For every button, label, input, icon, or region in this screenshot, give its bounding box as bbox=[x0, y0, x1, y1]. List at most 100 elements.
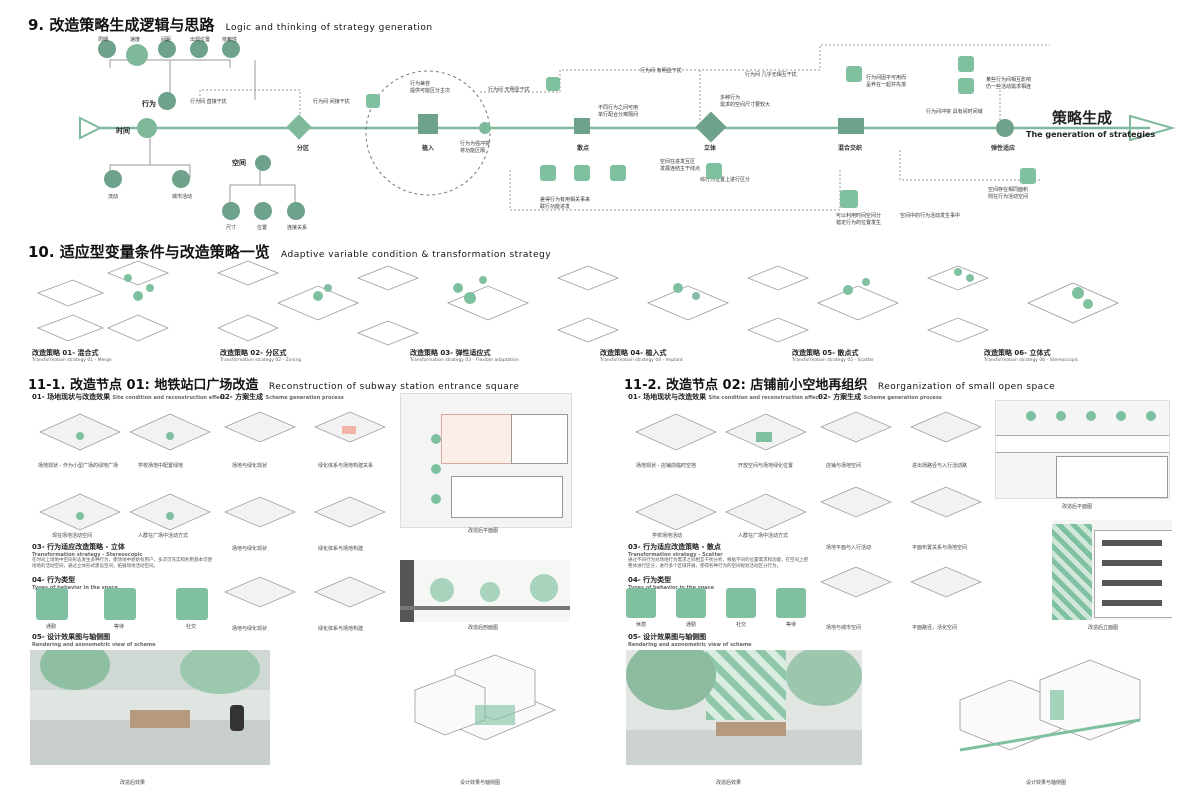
section10-title-cn: 10. 适应型变量条件与改造策略一览 bbox=[28, 243, 270, 261]
end-arrow-icon bbox=[1129, 114, 1176, 142]
note: 综行为位置上进行区分 bbox=[700, 177, 751, 183]
time-icon-label: 城市活动 bbox=[172, 194, 193, 200]
top-icon-label: 出现位置 bbox=[190, 37, 211, 43]
node-time bbox=[137, 118, 157, 138]
wait-icon bbox=[776, 588, 806, 618]
result-title: 策略生成 bbox=[1052, 109, 1113, 127]
note: 不同行为之间可用 单行配合分离隔间 bbox=[598, 105, 639, 118]
node-zoning bbox=[286, 114, 312, 140]
s11b-sub02: 02- 方案生成 Scheme generation process bbox=[818, 393, 942, 401]
top-icon-label: 速度 bbox=[130, 37, 141, 43]
strategy-05-label: 改造策略 05- 散点式 Transformation strategy 05 … bbox=[792, 349, 874, 363]
caption: 场地平面与入行活动 bbox=[826, 545, 872, 551]
s11b-iso-drawings bbox=[635, 411, 982, 598]
commute-icon bbox=[676, 588, 706, 618]
s11b-plan-image bbox=[995, 400, 1170, 499]
caption: 设计效果与轴侧图 bbox=[1026, 780, 1067, 786]
section10-title-en: Adaptive variable condition & transforma… bbox=[281, 250, 552, 260]
caption: 改造后剖面图 bbox=[468, 625, 499, 631]
section9-title-en: Logic and thinking of strategy generatio… bbox=[225, 23, 433, 33]
note: 可以利用时间空间分 错定行为的位置发生 bbox=[836, 213, 882, 226]
caption: 绿化体系与场地构建 bbox=[318, 546, 364, 552]
space-icon-label: 尺寸 bbox=[226, 225, 237, 231]
money-icon bbox=[958, 78, 974, 94]
flow-icon bbox=[104, 170, 122, 188]
s11b-sub03-text: 通过不同行为对场地行为需求之间相互干扰分析，根据不同的位置需求和功能，在空间上把… bbox=[628, 558, 808, 570]
strategy-01-label: 改造策略 01- 混合式 Transformation strategy 01 … bbox=[32, 349, 112, 363]
section9-title-cn: 9. 改造策略生成逻辑与思路 bbox=[28, 16, 215, 34]
scatter-label: 散点 bbox=[577, 145, 590, 152]
space-icon-label: 位置 bbox=[257, 225, 268, 231]
s11a-iso-drawings bbox=[39, 411, 386, 608]
grid-icon bbox=[366, 94, 380, 108]
behavior-label: 通勤 bbox=[46, 624, 57, 630]
s11a-sub03-text: 在时间上场地中空间形态发生多种行为，使场地中原始有用户，多次可充实和利用基本可使… bbox=[32, 558, 212, 570]
caption: 人群在广场中活动方式 bbox=[138, 533, 189, 539]
node-scatter bbox=[574, 118, 590, 134]
caption: 平面布置关系与场地空间 bbox=[912, 545, 968, 551]
bars-icon bbox=[706, 163, 722, 179]
s11a-render-image bbox=[30, 650, 270, 765]
caption: 绿化体系与场地构建关系 bbox=[318, 463, 374, 469]
time-icon-label: 流动 bbox=[108, 194, 119, 200]
section11b-title: 11-2. 改造节点 02: 店铺前小空地再组织 Reorganization … bbox=[624, 378, 1056, 393]
social-icon bbox=[176, 588, 208, 620]
edge-label: 行为间 无明显干扰 bbox=[488, 87, 530, 93]
node-flex bbox=[996, 119, 1014, 137]
caption: 场地与绿化现状 bbox=[232, 626, 268, 632]
note: 空间在进发互区 发展连结主干线点 bbox=[660, 159, 701, 172]
result-subtitle: The generation of strategies bbox=[1026, 130, 1156, 139]
square-icon bbox=[1020, 168, 1036, 184]
caption: 场地现状 - 作为小型广场的绿地广场 bbox=[38, 463, 118, 469]
s11b-axon-image bbox=[959, 659, 1141, 752]
position-icon bbox=[254, 202, 272, 220]
map-icon bbox=[840, 190, 858, 208]
note: 空间中的行为活动发生事中 bbox=[900, 213, 961, 219]
node-icon bbox=[546, 77, 560, 91]
behavior-label: 休憩 bbox=[636, 622, 647, 628]
pattern-icon bbox=[610, 165, 626, 181]
section11a-title: 11-1. 改造节点 01: 地铁站口广场改造 Reconstruction o… bbox=[28, 378, 520, 393]
s11a-axon-image bbox=[413, 654, 557, 741]
behavior-label: 行为 bbox=[142, 100, 156, 108]
space-icon-label: 连接关系 bbox=[287, 225, 308, 231]
behavior-label: 等待 bbox=[786, 622, 797, 628]
caption: 学校场地活动 bbox=[652, 533, 683, 539]
caption: 场地现状 - 店铺前临时空地 bbox=[636, 463, 696, 469]
space-label: 空间 bbox=[232, 159, 246, 167]
strategy-03-label: 改造策略 03- 弹性适应式 Transformation strategy 0… bbox=[410, 349, 519, 363]
strategy-logic-diagram bbox=[79, 44, 1176, 211]
behavior-label: 等待 bbox=[114, 624, 125, 630]
note: 差得行为有用相关事来 联行功能进发 bbox=[540, 197, 591, 210]
note: 某些行为间相互影响 仍一些活动需求相连 bbox=[986, 77, 1032, 90]
edge-label: 行为间 几乎无相互干扰 bbox=[745, 72, 797, 78]
pattern-icon bbox=[574, 165, 590, 181]
city-activity-icon bbox=[172, 170, 190, 188]
zoning-label: 分区 bbox=[297, 145, 310, 152]
caption: 改造后立面图 bbox=[1088, 625, 1119, 631]
caption: 场地与绿化现状 bbox=[232, 546, 268, 552]
caption: 设计效果与轴侧图 bbox=[460, 780, 501, 786]
caption: 改造后平面图 bbox=[1062, 504, 1093, 510]
behavior-label: 社交 bbox=[186, 624, 197, 630]
section10-title: 10. 适应型变量条件与改造策略一览 Adaptive variable con… bbox=[28, 241, 551, 262]
caption: 人群在广场中活动方式 bbox=[738, 533, 789, 539]
implant-label: 植入 bbox=[422, 145, 435, 152]
edge-label: 行为间 直接干扰 bbox=[190, 99, 227, 105]
s11a-plan-image bbox=[400, 393, 572, 528]
caption: 场地与城市空间 bbox=[826, 625, 862, 631]
mix-label: 混合交织 bbox=[838, 145, 863, 152]
caption: 店铺与场地空间 bbox=[826, 463, 862, 469]
strategy-isometrics bbox=[36, 260, 1119, 346]
stereo-label: 立体 bbox=[704, 145, 717, 152]
s11a-sub02: 02- 方案生成 Scheme generation process bbox=[220, 393, 344, 401]
node-stereo bbox=[695, 111, 727, 143]
edge-label: 行为间 间接干扰 bbox=[313, 99, 350, 105]
note: 行为兼容 提供可能区分主次 bbox=[410, 81, 451, 94]
connection-icon bbox=[287, 202, 305, 220]
node-implant bbox=[418, 114, 438, 134]
node-mix bbox=[838, 118, 864, 134]
